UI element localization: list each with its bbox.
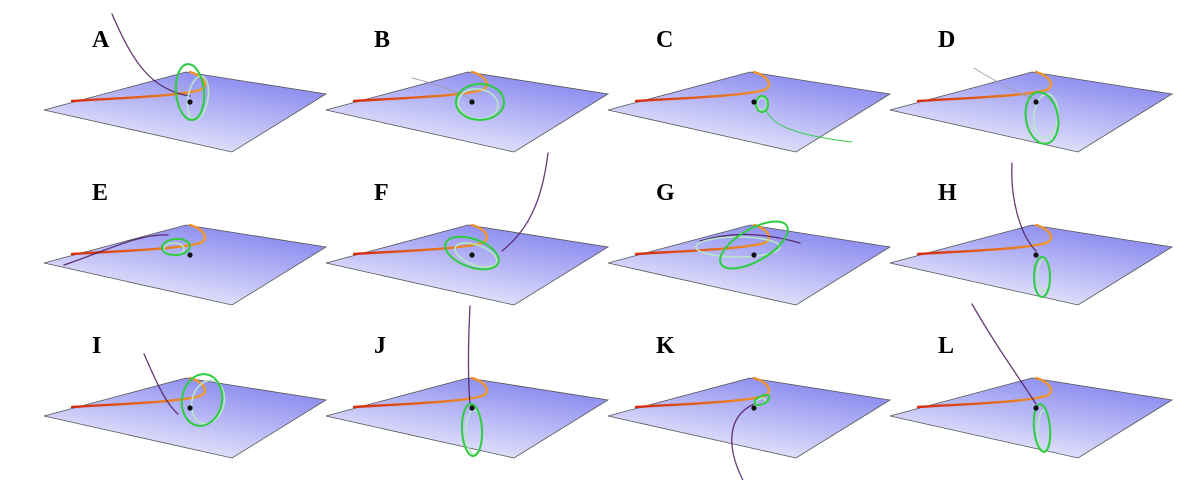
central-body xyxy=(1033,252,1039,258)
panel-label-g: G xyxy=(656,180,675,206)
panel-e-plot xyxy=(43,223,328,306)
panel-i: I xyxy=(40,316,340,476)
incoming-trajectory xyxy=(731,403,755,480)
orbit-arc xyxy=(634,223,771,256)
panel-i-plot xyxy=(43,353,328,459)
orbit-arc xyxy=(634,70,771,103)
panel-label-l: L xyxy=(938,333,955,359)
orbital-plane xyxy=(43,71,328,153)
orbit-arc xyxy=(70,223,207,256)
panel-g-plot xyxy=(607,220,892,306)
orbit-arc xyxy=(70,376,207,409)
panel-label-d: D xyxy=(938,27,956,53)
captured-loop-front xyxy=(161,237,191,257)
panel-f: F xyxy=(322,152,622,323)
incoming-trajectory xyxy=(501,152,549,252)
captured-loop-front xyxy=(1024,91,1060,145)
panel-label-e: E xyxy=(92,180,109,206)
orbital-plane xyxy=(43,224,328,306)
panel-d-plot xyxy=(889,67,1174,153)
incoming-trajectory xyxy=(699,233,801,244)
captured-loop-front xyxy=(719,220,789,270)
panel-g: G xyxy=(604,163,904,323)
panel-label-b: B xyxy=(374,27,391,53)
panel-b: B xyxy=(322,10,622,170)
panel-label-h: H xyxy=(938,180,957,206)
panel-e: E xyxy=(40,163,340,323)
central-body xyxy=(469,99,475,105)
incoming-trajectory xyxy=(111,13,191,97)
panel-h-plot xyxy=(889,162,1174,306)
orbital-plane xyxy=(607,71,892,153)
panel-j-plot xyxy=(325,305,610,459)
panel-k: K xyxy=(604,316,904,480)
panel-d: D xyxy=(886,10,1186,170)
orbital-plane xyxy=(607,377,892,459)
panel-a-plot xyxy=(43,13,328,153)
panel-label-f: F xyxy=(374,180,389,206)
panel-j: J xyxy=(322,305,622,476)
incoming-trajectory xyxy=(63,234,169,266)
central-body xyxy=(751,99,757,105)
captured-loop-front xyxy=(444,235,500,271)
central-body xyxy=(187,252,193,258)
captured-loop-front xyxy=(180,373,224,427)
panel-label-a: A xyxy=(92,27,110,53)
orbit-arc xyxy=(352,70,489,103)
central-body xyxy=(469,252,475,258)
panel-c-plot xyxy=(607,70,892,153)
panel-label-k: K xyxy=(656,333,675,359)
panel-l: L xyxy=(886,303,1186,476)
incoming-trajectory xyxy=(971,303,1037,405)
orbit-arc xyxy=(916,376,1053,409)
panel-b-plot xyxy=(325,70,610,153)
panel-label-i: I xyxy=(92,333,102,359)
orbital-plane xyxy=(43,377,328,459)
panel-a: A xyxy=(40,10,340,170)
orbital-plane xyxy=(325,71,610,153)
panel-label-j: J xyxy=(374,333,386,359)
central-body xyxy=(1033,99,1039,105)
captured-loop-back xyxy=(454,242,498,268)
incoming-trajectory xyxy=(765,109,853,143)
captured-loop-front xyxy=(1032,403,1052,453)
orbital-plane xyxy=(325,224,610,306)
panel-h: H xyxy=(886,162,1186,323)
central-body xyxy=(187,405,193,411)
panel-label-c: C xyxy=(656,27,674,53)
captured-loop-front xyxy=(174,63,206,121)
orbit-arc xyxy=(916,223,1053,256)
orbital-plane xyxy=(889,71,1174,153)
captured-loop-front xyxy=(753,394,771,406)
panel-f-plot xyxy=(325,152,610,306)
central-body xyxy=(1033,405,1039,411)
incoming-trajectory xyxy=(1011,162,1037,252)
panel-k-plot xyxy=(607,376,892,480)
central-body xyxy=(187,99,193,105)
orbit-arc xyxy=(352,376,489,409)
incoming-trajectory xyxy=(143,353,179,415)
central-body xyxy=(751,405,757,411)
captured-loop-front xyxy=(1033,256,1051,298)
orbital-plane xyxy=(889,377,1174,459)
captured-loop-back xyxy=(190,379,226,425)
panel-l-plot xyxy=(889,303,1174,459)
incoming-trajectory xyxy=(411,77,473,101)
central-body xyxy=(469,405,475,411)
panel-c: C xyxy=(604,10,904,170)
captured-loop-front xyxy=(755,95,769,113)
central-body xyxy=(751,252,757,258)
orbital-plane xyxy=(889,224,1174,306)
captured-loop-front xyxy=(455,83,505,121)
captured-loop-front xyxy=(460,403,484,457)
incoming-trajectory xyxy=(467,305,471,405)
